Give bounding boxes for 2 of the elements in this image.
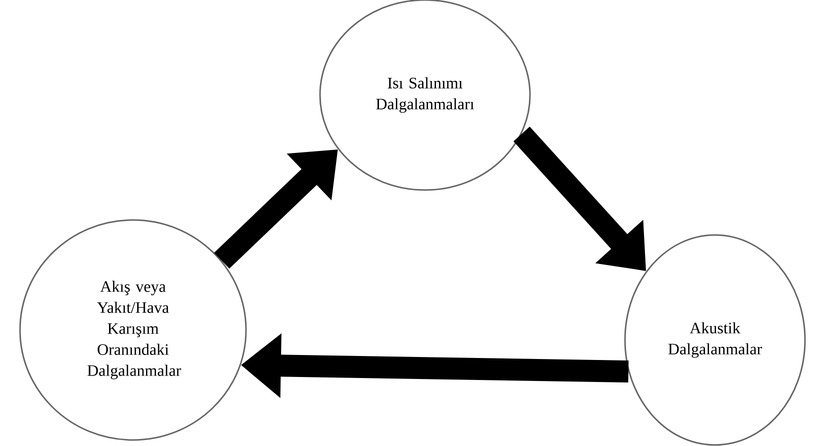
ellipse-node: Akustik Dalgalanmalar bbox=[624, 234, 806, 446]
ellipse-node: Akış veya Yakıt/Hava Karışım Oranındaki Dalgalanmalar bbox=[19, 219, 247, 441]
